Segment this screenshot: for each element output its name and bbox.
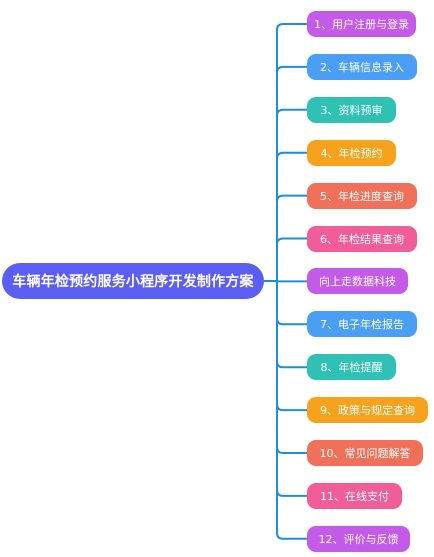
branch-line-6	[276, 237, 307, 245]
branch-line-8	[276, 318, 307, 326]
child-topic-8[interactable]: 7、电子年检报告	[307, 311, 417, 338]
branch-line-12	[276, 489, 307, 497]
child-topic-6[interactable]: 6、年检结果查询	[307, 225, 417, 252]
child-topic-9[interactable]: 8、年检提醒	[307, 354, 396, 381]
branch-line-2	[276, 65, 307, 73]
branch-line-13	[276, 532, 307, 540]
child-topic-3[interactable]: 3、资料预审	[307, 96, 396, 123]
branch-line-10	[276, 404, 307, 412]
branch-line-11	[276, 446, 307, 454]
root-topic[interactable]: 车辆年检预约服务小程序开发制作方案	[2, 263, 264, 299]
child-topic-13[interactable]: 12、评价与反馈	[307, 525, 410, 552]
branch-line-3	[276, 108, 307, 116]
child-topic-5[interactable]: 5、年检进度查询	[307, 182, 417, 209]
child-topic-1[interactable]: 1、用户注册与登录	[307, 11, 416, 37]
child-topic-10[interactable]: 9、政策与规定查询	[307, 397, 428, 424]
child-topic-4[interactable]: 4、年检预约	[307, 139, 396, 166]
branch-line-4	[276, 151, 307, 159]
child-topic-2[interactable]: 2、车辆信息录入	[307, 53, 417, 80]
child-topic-7[interactable]: 向上走数据科技	[307, 268, 408, 295]
child-topic-12[interactable]: 11、在线支付	[307, 482, 402, 509]
child-topic-11[interactable]: 10、常见问题解答	[307, 440, 423, 466]
branch-line-5	[276, 194, 307, 202]
branch-line-1	[276, 23, 307, 31]
branch-line-9	[276, 361, 307, 369]
